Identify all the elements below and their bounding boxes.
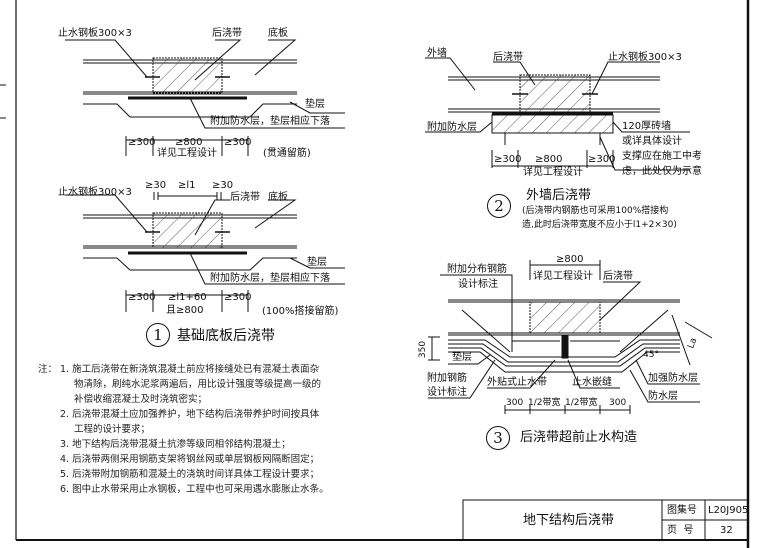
- detail3-title: 后浇带超前止水构造: [520, 430, 638, 445]
- note-line: 补偿收缩混凝土及时浇筑密实；: [74, 394, 208, 405]
- dim-right: ≥300: [224, 292, 252, 303]
- dim-left: ≥300: [494, 154, 522, 165]
- detail-index-2: 2: [487, 194, 511, 218]
- label-steel-plate: 止水钢板300×3: [58, 28, 132, 39]
- page-number: 32: [720, 525, 733, 536]
- note-line: 5. 后浇带附加钢筋和混凝土的浇筑时间详具体工程设计要求；: [60, 469, 320, 480]
- dim: 300: [506, 398, 524, 408]
- label-joint-seal: 止水嵌缝: [572, 377, 612, 388]
- dim-note: 详见工程设计: [523, 167, 583, 178]
- label-support: 支撑应在施工中考: [622, 151, 702, 162]
- label-waterproof: 附加防水层，垫层相应下落: [210, 273, 330, 284]
- detail2-subtitle: (后浇带内钢筋也可采用100%搭接构: [522, 206, 669, 216]
- label-slab: 底板: [268, 192, 288, 203]
- dim-mid: ≥l1+60: [168, 292, 207, 303]
- note-line: 3. 地下结构后浇带混凝土抗渗等级同相邻结构混凝土；: [60, 439, 291, 450]
- dim-left: ≥300: [128, 292, 156, 303]
- label-reinforced-waterproof: 加强防水层: [648, 373, 698, 384]
- detail-index-1: 1: [146, 323, 170, 347]
- note-line: 物清除，刷纯水泥浆两遍后，用比设计强度等级提高一级的: [74, 379, 322, 390]
- dim-note: 且≥800: [166, 305, 204, 316]
- dim-mid: ≥800: [535, 154, 563, 165]
- label-band: 后浇带: [212, 28, 242, 39]
- label-steel-plate: 止水钢板300×3: [58, 187, 132, 198]
- label-cushion: 垫层: [305, 99, 325, 110]
- label-band: 后浇带: [603, 271, 633, 282]
- dim-top-right: ≥30: [212, 180, 234, 191]
- dim-left: ≥300: [128, 137, 156, 148]
- detail2-subtitle-2: 造,此时后浇带宽度不应小于l1+2×30): [522, 220, 677, 230]
- label-steel-plate: 止水钢板300×3: [608, 52, 682, 63]
- label-add-rebar: 附加钢筋: [427, 373, 467, 384]
- notes-label: 注：: [38, 364, 58, 375]
- detail-index-3: 3: [486, 426, 510, 450]
- dim: 1/2带宽: [565, 398, 598, 408]
- dim: 300: [609, 398, 627, 408]
- detail1-title: 基础底板后浇带: [177, 328, 275, 344]
- note-line: 工程的设计要求；: [74, 424, 151, 435]
- label-band: 后浇带: [493, 52, 523, 63]
- label-waterproof: 防水层: [648, 391, 678, 402]
- label-band: 后浇带: [230, 192, 260, 203]
- atlas-number: L20J905: [708, 505, 749, 516]
- dim-top-left: ≥30: [145, 180, 167, 191]
- note-line: 6. 图中止水带采用止水钢板，工程中也可采用遇水膨胀止水条。: [60, 484, 329, 495]
- dim-mid: ≥800: [175, 137, 203, 148]
- note-line: 2. 后浇带混凝土应加强养护，地下结构后浇带养护时间按具体: [60, 409, 320, 420]
- page-label: 页 号: [667, 525, 694, 536]
- detail2-title: 外墙后浇带: [526, 188, 592, 203]
- rebar-note: (贯通留筋): [263, 148, 311, 159]
- label-outer-wall: 外墙: [427, 48, 447, 59]
- dim-depth: 350: [418, 340, 429, 359]
- note-line: 4. 后浇带两侧采用钢筋支架将钢丝网或单层钢板网隔断固定；: [60, 454, 320, 465]
- dim-top-note: 详见工程设计: [533, 271, 593, 282]
- dim-note: 详见工程设计: [157, 148, 217, 159]
- label-dist-rebar-2: 设计标注: [458, 279, 498, 290]
- note-line: 1. 施工后浇带在新浇筑混凝土前应将接缝处已有混凝土表面杂: [60, 364, 320, 375]
- dim: 1/2带宽: [528, 398, 561, 408]
- label-waterproof: 附加防水层: [427, 122, 477, 133]
- label-waterproof: 附加防水层，垫层相应下落: [210, 116, 330, 127]
- label-cushion: 垫层: [452, 352, 472, 363]
- label-add-rebar-2: 设计标注: [427, 387, 467, 398]
- dim-top-mid: ≥l1: [178, 180, 196, 191]
- label-angle: 45°: [643, 350, 659, 360]
- label-brick-wall-2: 或详具体设计: [622, 136, 682, 147]
- dim-top: ≥800: [556, 254, 584, 265]
- sheet-title: 地下结构后浇带: [523, 513, 615, 528]
- atlas-label: 图集号: [667, 505, 697, 516]
- label-slab: 底板: [268, 28, 288, 39]
- rebar-note: (100%搭接留筋): [262, 306, 339, 317]
- label-support-2: 虑，此处仅为示意: [622, 166, 702, 177]
- label-cushion: 垫层: [307, 257, 327, 268]
- dim-right: ≥300: [588, 154, 616, 165]
- dim-right: ≥300: [224, 137, 252, 148]
- label-dist-rebar: 附加分布钢筋: [447, 264, 507, 275]
- label-brick-wall: 120厚砖墙: [622, 121, 672, 132]
- label-ext-waterstop: 外贴式止水带: [487, 377, 547, 388]
